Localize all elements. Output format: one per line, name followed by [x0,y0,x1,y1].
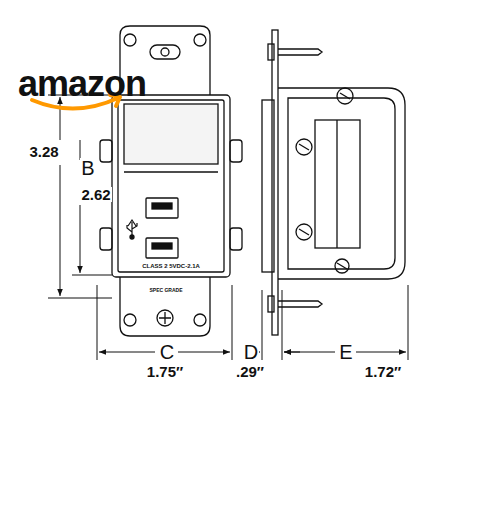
watermark-logo: amazon [17,66,147,102]
dimension-value: 1.72″ [364,364,402,379]
side-view [262,30,405,335]
dimension-letter: E [338,342,353,362]
dimension-letter: B [80,158,95,178]
dimension-value: 1.75″ [146,364,184,379]
dimension-letter: D [243,342,259,362]
dimension-value: 2.62 [80,187,111,202]
dimension-value: .29″ [235,364,265,379]
rating-text: CLASS 2 5VDC-2.1A [141,263,201,269]
grade-text: SPEC GRADE [148,288,183,293]
dimension-lines [48,95,408,360]
dimension-letter: C [159,342,175,362]
dimension-value: 3.28 [28,144,59,159]
